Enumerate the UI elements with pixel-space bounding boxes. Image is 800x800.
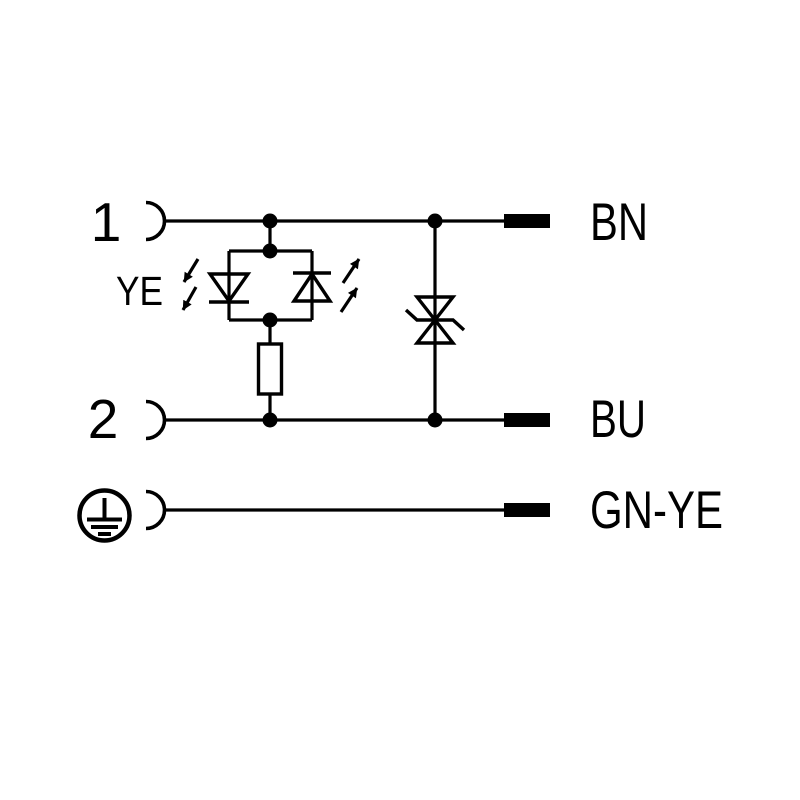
wire-label-gnye: GN-YE [590,481,723,540]
junction-dot [427,213,443,229]
junction-dot [262,312,278,328]
led-indicator-branch: YE [116,213,361,428]
wire-end-icon [504,413,550,427]
wire-label-bu: BU [590,390,646,449]
wire-label-bn: BN [590,193,648,252]
resistor-icon [256,342,284,396]
light-arrow-icon [181,286,198,311]
junction-dot [262,213,278,229]
contact-arc-icon [145,489,167,531]
wire-end-icon [504,214,550,228]
suppressor-triangle-top [413,295,457,323]
led-up-triangle [290,270,334,303]
pin-2-number: 2 [88,388,119,450]
pe-row: GN-YE [77,481,723,543]
suppressor-triangle-bottom [413,317,457,345]
pin-2-row: 2 BU [88,388,646,450]
pin-1-number: 1 [91,191,122,253]
light-arrow-icon [182,258,200,283]
pe-circle [77,488,132,543]
junction-dot [262,243,278,259]
junction-dot [262,412,278,428]
suppressor-diode-icon [404,295,466,345]
led-color-label: YE [116,268,163,314]
junction-dot [427,412,443,428]
protective-earth-icon [77,488,132,543]
wire-end-icon [504,503,550,517]
suppressor-branch [404,213,466,428]
pin-1-row: 1 BN [91,191,648,253]
led-down-triangle [206,272,252,304]
light-arrow-icon [341,258,361,284]
contact-arc-icon [145,399,167,441]
led-down-icon [181,258,252,311]
light-arrow-icon [339,287,359,313]
contact-arc-icon [145,200,167,242]
suppressor-z-bar [404,308,466,332]
led-up-icon [290,258,361,313]
